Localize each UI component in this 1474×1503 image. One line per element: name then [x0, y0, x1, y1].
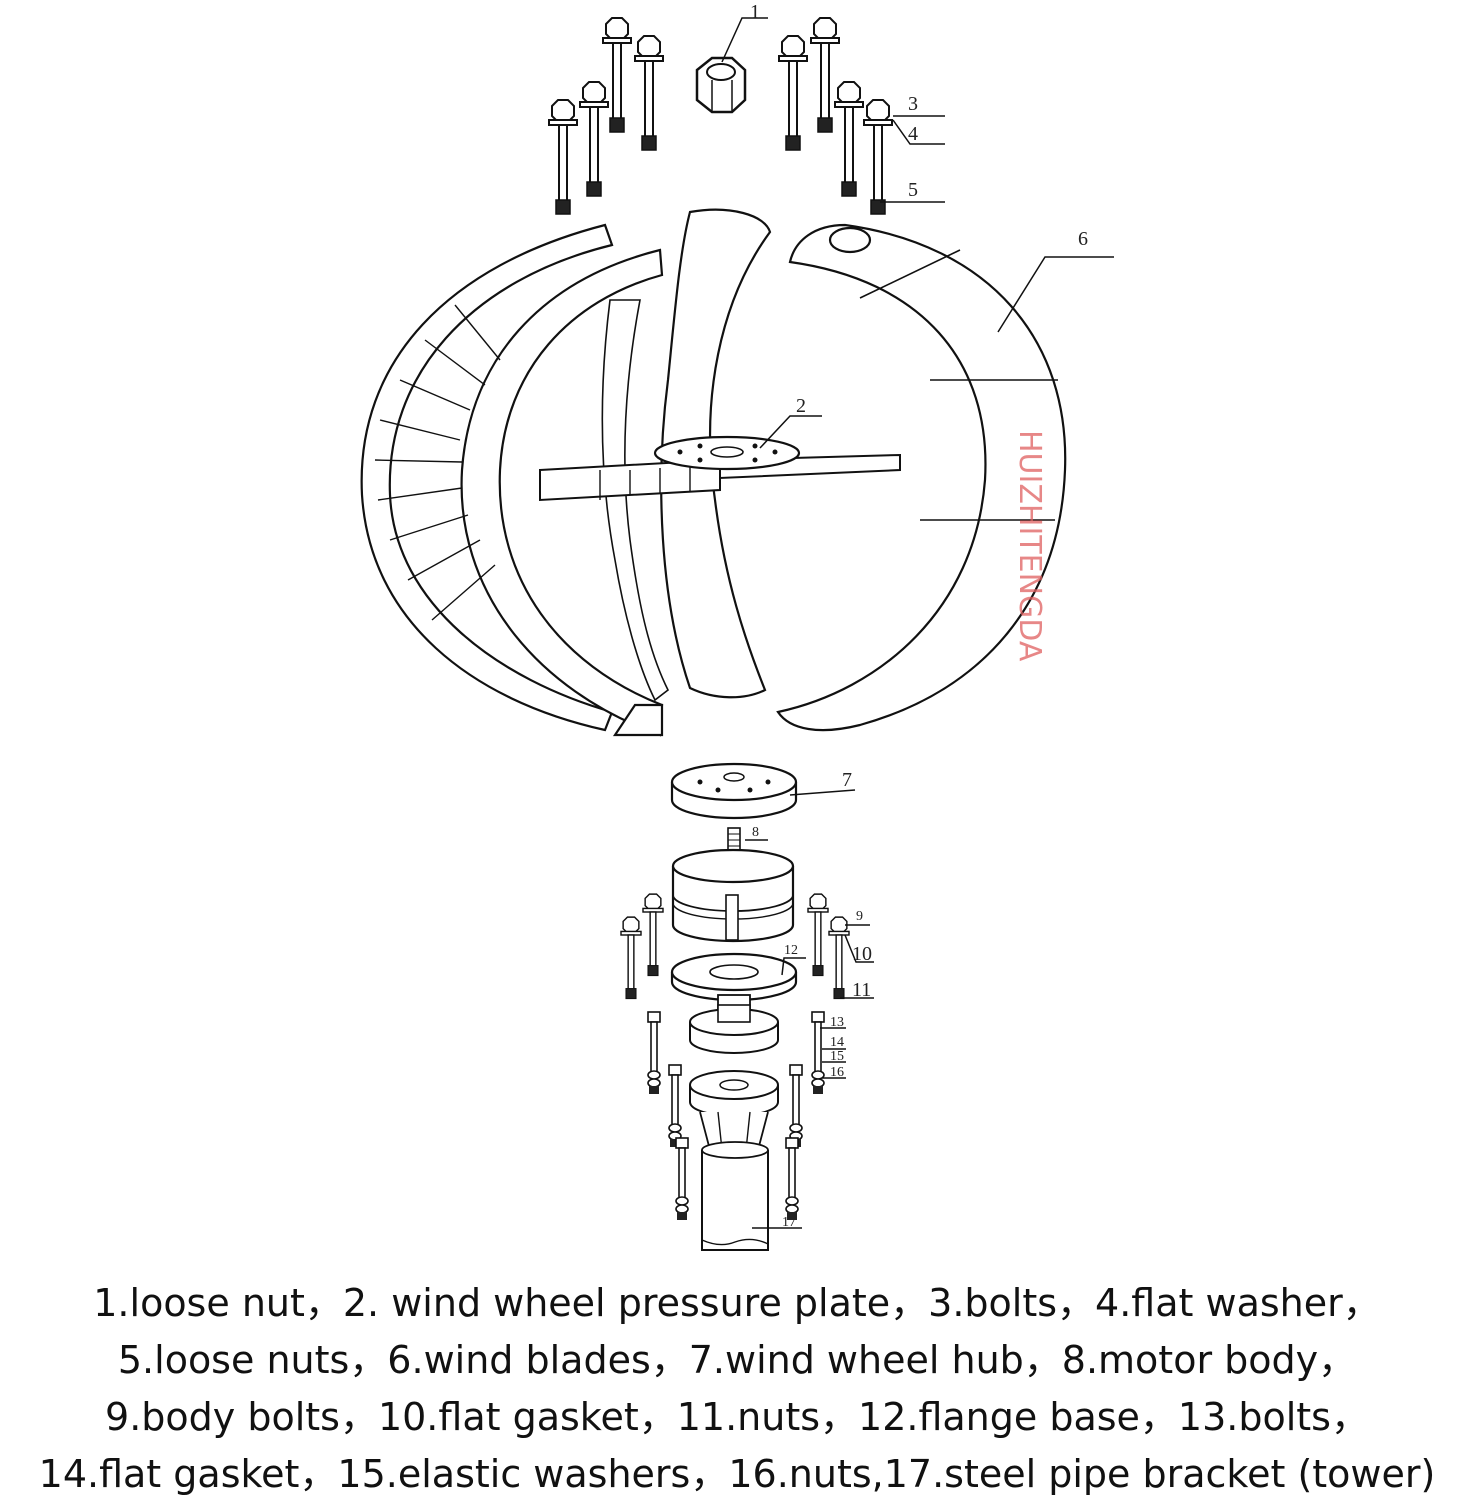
part-number-13: 13	[830, 1015, 844, 1030]
part-number-10: 10	[852, 943, 872, 965]
part-numbers: 1 2 3 4 5 6 7 8 9 10 11 12 13 14 15 16 1…	[750, 1, 1088, 1230]
part-number-1: 1	[750, 1, 760, 23]
flange-base	[670, 952, 798, 1054]
part-number-12: 12	[784, 943, 798, 958]
bolt-icon	[668, 1064, 682, 1148]
legend-line-1: 1.loose nut，2. wind wheel pressure plate…	[93, 1281, 1381, 1325]
legend-line-3: 9.body bolts，10.flat gasket，11.nuts，12.f…	[105, 1395, 1369, 1439]
bolt-icon	[785, 1137, 799, 1221]
part-number-4: 4	[908, 123, 918, 145]
bolt-icon	[579, 81, 609, 197]
part-number-8: 8	[752, 825, 759, 840]
part-number-17: 17	[782, 1215, 796, 1230]
part-number-2: 2	[796, 395, 806, 417]
wind-blades	[360, 208, 1067, 737]
bolt-icon	[789, 1064, 803, 1148]
bolt-icon	[834, 81, 864, 197]
part-number-11: 11	[852, 979, 871, 1001]
bolt-icon	[807, 893, 829, 977]
watermark: HUIZHITENGDA	[1012, 430, 1047, 662]
bolt-icon	[811, 1011, 825, 1095]
bolt-icon	[602, 17, 632, 133]
exploded-diagram: 1 2 3 4 5 6 7 8 9 10 11 12 13 14 15 16 1…	[360, 1, 1114, 1251]
bolt-icon	[810, 17, 840, 133]
bolt-icon	[778, 35, 808, 151]
part-number-15: 15	[830, 1049, 844, 1064]
part-number-6: 6	[1078, 228, 1088, 250]
loose-nut-icon	[695, 56, 747, 114]
part-number-16: 16	[830, 1065, 844, 1080]
steel-pipe-tower	[701, 1141, 769, 1251]
bolt-icon	[675, 1137, 689, 1221]
motor-body	[671, 827, 795, 943]
part-number-14: 14	[830, 1035, 844, 1050]
part-number-9: 9	[856, 909, 863, 924]
bolt-icon	[548, 99, 578, 215]
legend-line-4: 14.flat gasket，15.elastic washers，16.nut…	[38, 1452, 1436, 1496]
bolt-icon	[647, 1011, 661, 1095]
part-number-3: 3	[908, 93, 918, 115]
parts-legend: 1.loose nut，2. wind wheel pressure plate…	[0, 1275, 1474, 1503]
bolt-icon	[642, 893, 664, 977]
bolts-top	[548, 17, 893, 215]
bolt-icon	[828, 916, 850, 1000]
leader-lines	[721, 17, 1114, 1229]
wind-wheel-pressure-plate	[653, 435, 801, 471]
bolt-icon	[863, 99, 893, 215]
bolt-icon	[634, 35, 664, 151]
wind-wheel-hub	[670, 762, 798, 820]
legend-line-2: 5.loose nuts，6.wind blades，7.wind wheel …	[117, 1338, 1357, 1382]
part-number-7: 7	[842, 769, 852, 791]
tower-flange	[689, 1070, 779, 1151]
bolt-icon	[620, 916, 642, 1000]
part-number-5: 5	[908, 179, 918, 201]
